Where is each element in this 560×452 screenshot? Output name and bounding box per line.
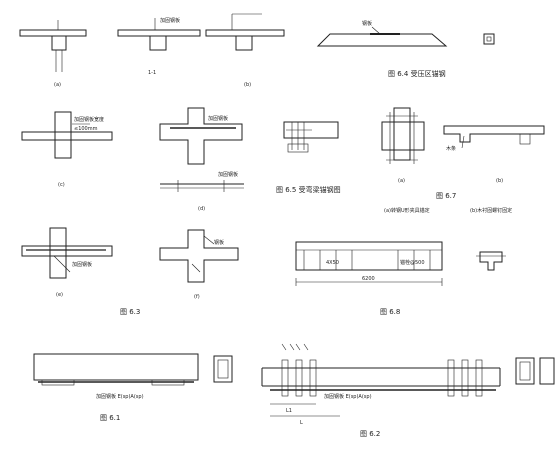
fig-6-4-label: 钢板 bbox=[362, 20, 372, 27]
sub-label-a: (a) bbox=[54, 82, 61, 88]
fig-6-8-dim: 6200 bbox=[362, 276, 375, 282]
plate-label-top: 加固钢板 bbox=[160, 17, 180, 24]
fig-c-label2: ≤100mm bbox=[74, 126, 98, 132]
fig-6-3-caption: 图 6.3 bbox=[120, 308, 140, 316]
fig-6-8-caption: 图 6.8 bbox=[380, 308, 400, 316]
fig-6-8: 4X50 锚栓@500 6200 图 6.8 bbox=[295, 241, 506, 316]
fig-6-7-note-b: (b)木衬固螺钉固定 bbox=[470, 207, 512, 214]
fig-6-1-caption: 图 6.1 bbox=[100, 414, 120, 422]
fig-6-4: 钢板 图 6.4 受压区锚钢 bbox=[316, 20, 495, 78]
fig-d-label: 加固钢板 bbox=[208, 115, 228, 122]
fig-d-label2: 加固钢板 bbox=[218, 171, 238, 178]
fig-6-3-f: 钢板 (f) bbox=[159, 229, 239, 300]
fig-c-label: 加固钢板宽度 bbox=[74, 116, 104, 123]
fig-6-2-caption: 图 6.2 bbox=[360, 430, 380, 438]
fig-6-3-a: (a) bbox=[19, 20, 87, 88]
fig-6-7-caption: 图 6.7 bbox=[436, 192, 456, 200]
fig-6-7-sub-a: (a) bbox=[398, 178, 405, 184]
sub-label-f: (f) bbox=[194, 294, 200, 300]
fig-6-5: 图 6.5 受弯梁锚钢图 bbox=[276, 121, 341, 194]
fig-6-5-caption: 图 6.5 受弯梁锚钢图 bbox=[276, 185, 341, 194]
fig-6-2-dim-l1: L1 bbox=[286, 408, 292, 414]
sub-label-b: (b) bbox=[244, 82, 251, 88]
fig-6-1-label: 加固钢板 E(sp)A(sp) bbox=[96, 393, 144, 400]
fig-6-7-label-b: 木条 bbox=[446, 145, 456, 152]
fig-e-label: 加固钢板 bbox=[72, 261, 92, 268]
fig-6-1: 加固钢板 E(sp)A(sp) 图 6.1 bbox=[33, 353, 233, 422]
sub-label-e: (e) bbox=[56, 292, 63, 298]
fig-f-label: 钢板 bbox=[214, 239, 224, 246]
fig-6-2-dim-l: L bbox=[300, 420, 303, 426]
fig-6-2-label: 加固钢板 E(sp)A(sp) bbox=[324, 393, 372, 400]
fig-6-2: 加固钢板 E(sp)A(sp) L1 L 图 6.2 bbox=[261, 343, 555, 438]
sub-label-d: (d) bbox=[198, 206, 205, 212]
fig-6-7: (a) 木条 (b) 图 6.7 (a)转钢U形夹具锚定 (b)木衬固螺钉固定 bbox=[381, 107, 545, 214]
fig-6-7-sub-b: (b) bbox=[496, 178, 503, 184]
fig-6-8-plate-label: 4X50 bbox=[326, 260, 339, 266]
fig-6-3-b-left: 加固钢板 1-1 bbox=[117, 17, 201, 76]
fig-6-4-caption: 图 6.4 受压区锚钢 bbox=[388, 69, 446, 78]
fig-6-3-c: 加固钢板宽度 ≤100mm (c) bbox=[21, 111, 113, 188]
fig-6-8-bolt-label: 锚栓@500 bbox=[400, 259, 425, 266]
section-mark: 1-1 bbox=[148, 70, 156, 76]
fig-6-3-b-right: (b) bbox=[205, 13, 285, 88]
fig-6-3-e: 加固钢板 (e) bbox=[21, 227, 113, 298]
fig-6-3-d: 加固钢板 加固钢板 (d) bbox=[159, 107, 244, 212]
sub-label-c: (c) bbox=[58, 182, 65, 188]
fig-6-7-note-a: (a)转钢U形夹具锚定 bbox=[384, 207, 430, 214]
